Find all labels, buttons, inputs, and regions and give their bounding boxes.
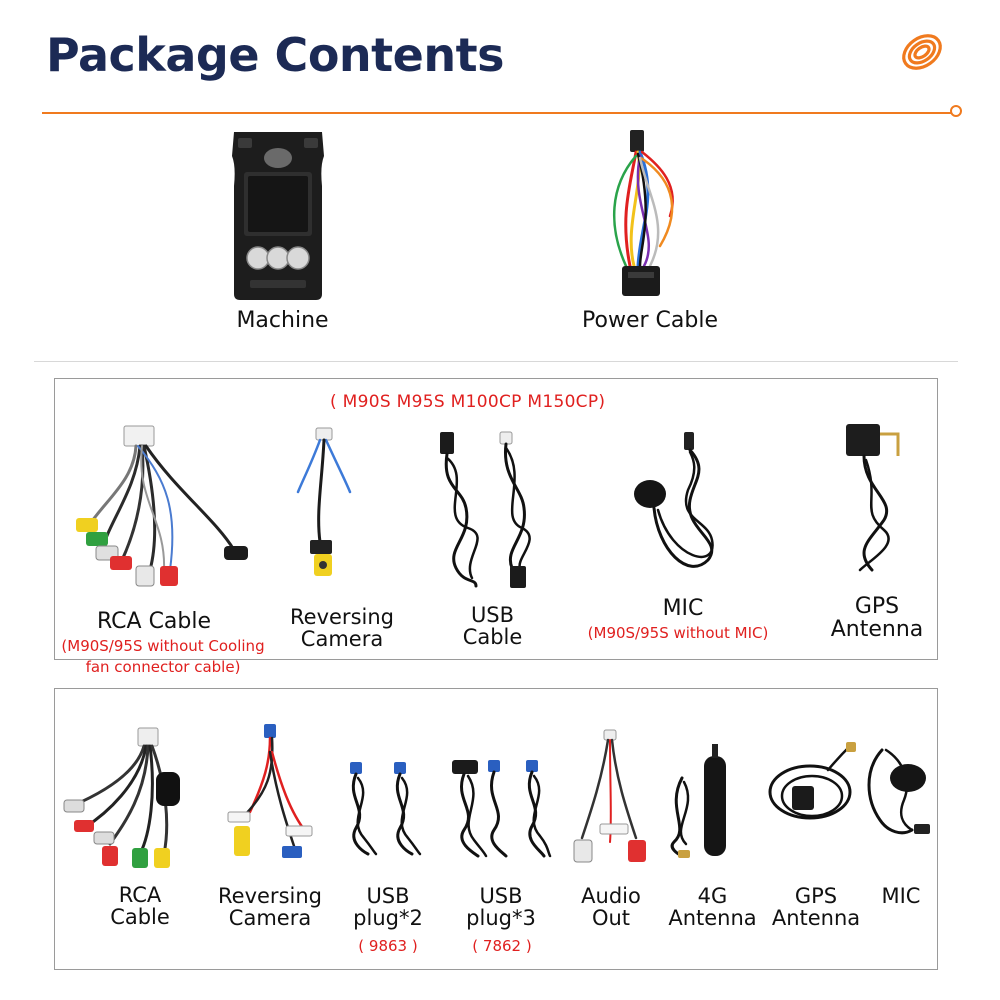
item-label: MIC [662,596,704,621]
item-label: USB plug*3 [466,884,536,931]
item-label: USB plug*2 [353,884,423,931]
reversing-camera-cable-icon [227,724,313,858]
head-unit-icon [232,132,324,300]
item-label: 4G Antenna [668,884,757,931]
item-note: (M90S/95S without Cooling fan connector … [61,637,265,676]
item-label: Reversing Camera [218,884,322,931]
microphone-icon [867,748,930,835]
item-label: Machine [236,308,329,333]
item-label: GPS Antenna [771,884,861,931]
header-divider [42,112,952,114]
item-label: Power Cable [582,308,718,333]
item-note: (M90S/95S without MIC) [587,624,769,642]
rca-cable-icon [63,727,180,868]
rca-cable-icon [76,425,248,587]
accessory-box-1 [54,378,938,660]
4g-antenna-icon [670,744,726,858]
usb-plug-icon [350,762,422,856]
item-label: RCA Cable [96,609,212,634]
gps-antenna-icon [768,742,856,820]
item-note: ( 9863 ) [358,937,418,955]
microphone-icon [634,432,714,568]
model-note: ( M90S M95S M100CP M150CP) [330,392,606,412]
accessory-box-2 [54,688,938,970]
item-label: Audio Out [581,884,641,931]
usb-plug-icon [452,760,552,858]
gps-antenna-icon [846,424,900,572]
item-label: GPS Antenna [830,594,924,643]
item-label: USB Cable [462,603,523,650]
reversing-camera-cable-icon [296,427,352,576]
item-label: MIC [881,884,921,908]
section-divider [34,361,958,362]
power-harness-icon [612,130,674,296]
item-note: ( 7862 ) [472,937,532,955]
header-divider-dot [950,105,962,117]
usb-cable-icon [440,431,531,588]
audio-out-cable-icon [573,729,646,863]
page-title: Package Contents [46,28,504,82]
item-label: RCA Cable [110,883,170,930]
item-label: Reversing Camera [290,605,394,652]
brand-logo-icon [902,34,942,70]
